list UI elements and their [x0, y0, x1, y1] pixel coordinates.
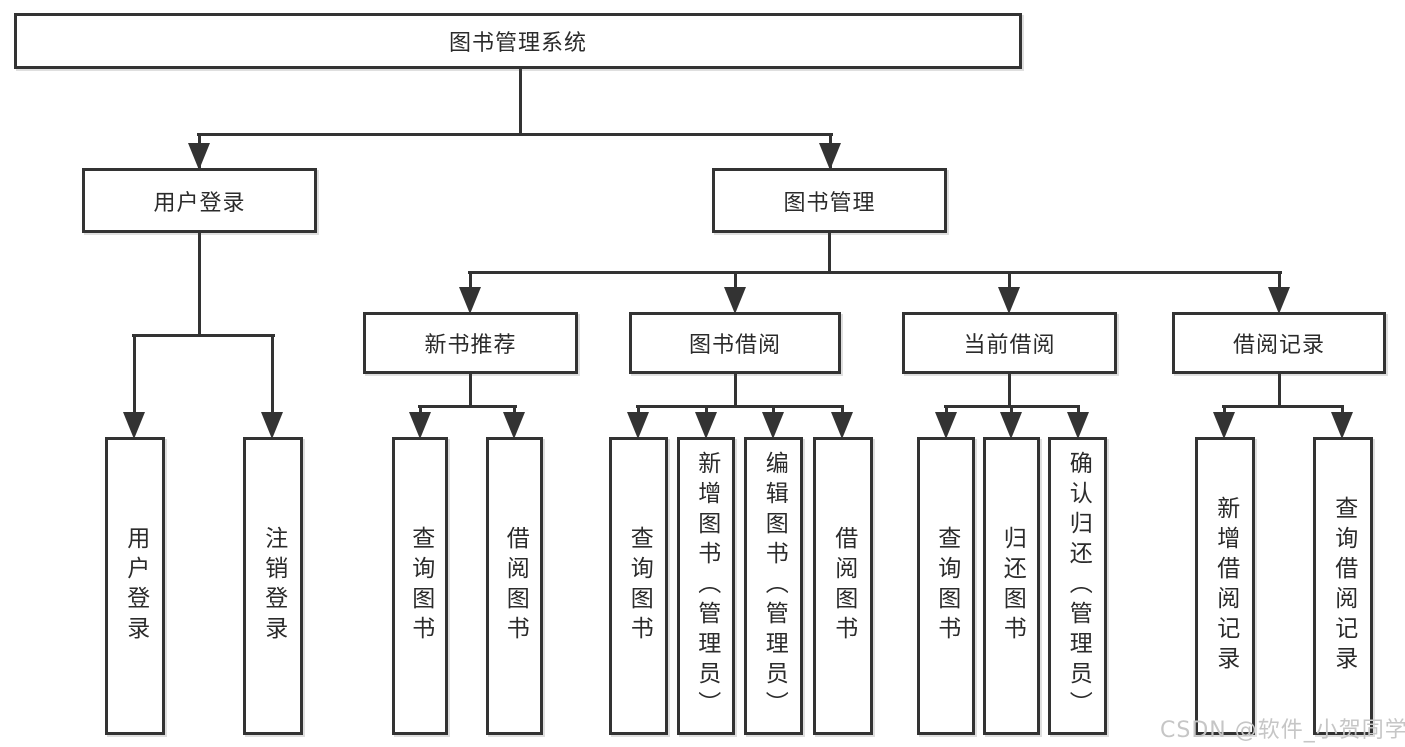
- leaf-record-add-label: 新增借阅记录: [1212, 496, 1239, 676]
- connector-line: [637, 405, 640, 417]
- leaf-borrow-borrow-book: 借阅图书: [813, 437, 873, 735]
- arrow-down-icon: [998, 287, 1020, 314]
- leaf-user-login: 用户登录: [105, 437, 165, 735]
- node-borrow-record-label: 借阅记录: [1232, 333, 1325, 358]
- arrow-down-icon: [1268, 287, 1290, 314]
- arrow-down-icon: [459, 287, 481, 314]
- connector-line: [197, 133, 833, 136]
- node-book-management-label: 图书管理: [783, 190, 876, 216]
- leaf-borrow-edit-book-admin-label: 编辑图书（管理员）: [761, 451, 788, 721]
- node-user-login: 用户登录: [82, 168, 317, 233]
- arrow-down-icon: [627, 412, 649, 439]
- leaf-logout-label: 注销登录: [260, 526, 287, 646]
- arrow-down-icon: [935, 412, 957, 439]
- leaf-borrow-edit-book-admin: 编辑图书（管理员）: [744, 437, 803, 735]
- leaf-rec-query-book: 查询图书: [392, 437, 448, 735]
- connector-line: [519, 68, 522, 136]
- leaf-record-add: 新增借阅记录: [1195, 437, 1255, 735]
- connector-line: [513, 405, 516, 417]
- node-book-borrow-label: 图书借阅: [688, 333, 781, 358]
- arrow-down-icon: [503, 412, 525, 439]
- leaf-borrow-add-book-admin: 新增图书（管理员）: [677, 437, 735, 735]
- connector-line: [469, 373, 472, 408]
- leaf-current-confirm-return-admin: 确认归还（管理员）: [1048, 437, 1107, 735]
- arrow-down-icon: [261, 412, 283, 439]
- leaf-record-query-label: 查询借阅记录: [1330, 496, 1357, 676]
- connector-line: [841, 405, 844, 417]
- leaf-borrow-borrow-book-label: 借阅图书: [830, 526, 857, 646]
- connector-line: [468, 271, 1282, 274]
- arrow-down-icon: [695, 412, 717, 439]
- arrow-down-icon: [1331, 412, 1353, 439]
- leaf-borrow-query-book-label: 查询图书: [626, 526, 653, 646]
- node-current-borrow: 当前借阅: [902, 312, 1117, 374]
- connector-line: [419, 405, 422, 417]
- leaf-borrow-add-book-admin-label: 新增图书（管理员）: [693, 451, 720, 721]
- connector-line: [1223, 405, 1226, 417]
- arrow-down-icon: [762, 412, 784, 439]
- connector-line: [705, 405, 708, 417]
- connector-line: [1341, 405, 1344, 417]
- connector-line: [772, 405, 775, 417]
- node-user-login-label: 用户登录: [153, 190, 246, 216]
- arrow-down-icon: [409, 412, 431, 439]
- connector-line: [271, 334, 274, 414]
- leaf-user-login-label: 用户登录: [122, 526, 149, 646]
- arrow-down-icon: [819, 143, 841, 170]
- node-book-borrow: 图书借阅: [629, 312, 841, 374]
- node-root: 图书管理系统: [14, 13, 1022, 69]
- connector-line: [636, 405, 844, 408]
- connector-line: [945, 405, 948, 417]
- node-book-management: 图书管理: [712, 168, 947, 233]
- arrow-down-icon: [724, 287, 746, 314]
- arrow-down-icon: [1000, 412, 1022, 439]
- arrow-down-icon: [831, 412, 853, 439]
- connector-line: [198, 232, 201, 337]
- leaf-rec-borrow-book-label: 借阅图书: [502, 526, 529, 646]
- connector-line: [1008, 271, 1011, 291]
- node-root-label: 图书管理系统: [448, 31, 587, 56]
- leaf-current-return-book-label: 归还图书: [999, 526, 1026, 646]
- node-current-borrow-label: 当前借阅: [963, 333, 1056, 358]
- connector-line: [828, 231, 831, 274]
- leaf-borrow-query-book: 查询图书: [609, 437, 668, 735]
- arrow-down-icon: [1067, 412, 1089, 439]
- connector-line: [1008, 373, 1011, 408]
- node-new-book-recommend-label: 新书推荐: [424, 333, 517, 358]
- leaf-logout: 注销登录: [243, 437, 303, 735]
- connector-line: [1278, 271, 1281, 291]
- arrow-down-icon: [188, 143, 210, 170]
- connector-line: [734, 271, 737, 291]
- node-borrow-record: 借阅记录: [1172, 312, 1386, 374]
- connector-line: [469, 271, 472, 291]
- connector-line: [1010, 405, 1013, 417]
- connector-line: [734, 373, 737, 408]
- leaf-current-query-book: 查询图书: [917, 437, 975, 735]
- leaf-current-query-book-label: 查询图书: [933, 526, 960, 646]
- leaf-current-return-book: 归还图书: [983, 437, 1040, 735]
- connector-line: [418, 405, 517, 408]
- csdn-watermark: CSDN @软件_小贺同学: [1160, 718, 1405, 743]
- arrow-down-icon: [1213, 412, 1235, 439]
- node-new-book-recommend: 新书推荐: [363, 312, 578, 374]
- connector-line: [1222, 405, 1344, 408]
- leaf-rec-borrow-book: 借阅图书: [486, 437, 543, 735]
- leaf-record-query: 查询借阅记录: [1313, 437, 1373, 735]
- connector-line: [133, 334, 136, 414]
- leaf-rec-query-book-label: 查询图书: [407, 526, 434, 646]
- connector-line: [132, 334, 275, 337]
- connector-line: [1077, 405, 1080, 417]
- connector-line: [1278, 373, 1281, 408]
- arrow-down-icon: [123, 412, 145, 439]
- leaf-current-confirm-return-admin-label: 确认归还（管理员）: [1065, 451, 1092, 721]
